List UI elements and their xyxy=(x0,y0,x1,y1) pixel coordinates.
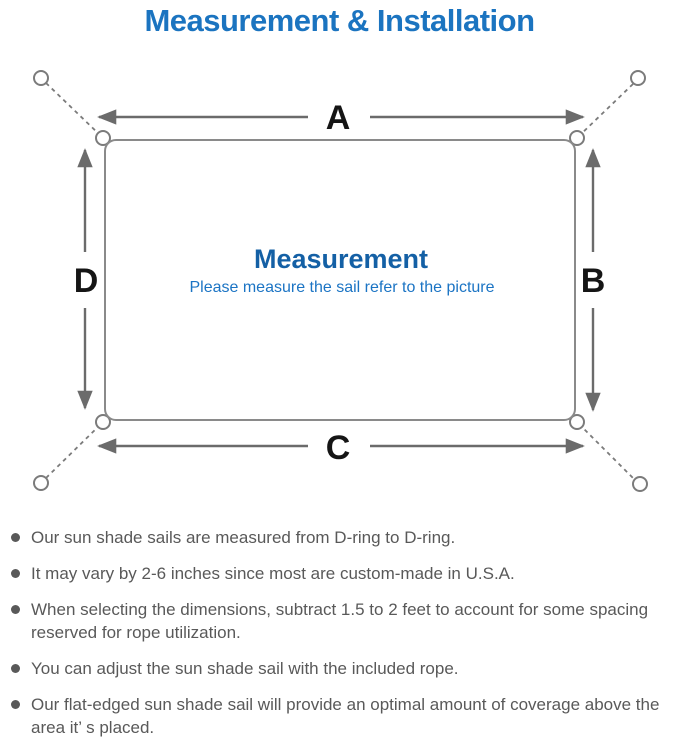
list-item: It may vary by 2-6 inches since most are… xyxy=(11,562,676,585)
note-text: Our sun shade sails are measured from D-… xyxy=(31,528,456,547)
rope-line-top-right xyxy=(578,83,634,137)
anchor-point-icon xyxy=(33,70,49,86)
bullet-icon xyxy=(11,664,20,673)
diagram-center-subtitle: Please measure the sail refer to the pic… xyxy=(189,279,494,296)
bullet-icon xyxy=(11,605,20,614)
bullet-icon xyxy=(11,700,20,709)
note-text: You can adjust the sun shade sail with t… xyxy=(31,659,459,678)
sail-outline xyxy=(104,139,576,421)
rope-line-top-left xyxy=(45,82,102,137)
list-item: Our flat-edged sun shade sail will provi… xyxy=(11,693,676,739)
dimension-label-c: C xyxy=(326,429,351,467)
notes-list: Our sun shade sails are measured from D-… xyxy=(11,526,676,752)
note-text: Our flat-edged sun shade sail will provi… xyxy=(31,695,660,737)
dimension-label-b: B xyxy=(581,262,606,300)
d-ring-icon xyxy=(95,130,111,146)
note-text: It may vary by 2-6 inches since most are… xyxy=(31,564,515,583)
list-item: When selecting the dimensions, subtract … xyxy=(11,598,676,644)
anchor-point-icon xyxy=(33,475,49,491)
list-item: Our sun shade sails are measured from D-… xyxy=(11,526,676,549)
list-item: You can adjust the sun shade sail with t… xyxy=(11,657,676,680)
bullet-icon xyxy=(11,533,20,542)
dimension-label-d: D xyxy=(74,262,99,300)
page-title: Measurement & Installation xyxy=(144,3,535,38)
rope-line-bottom-left xyxy=(45,423,102,479)
rope-line-bottom-right xyxy=(578,423,635,480)
measurement-diagram: A B C D Measurement Please measure the s… xyxy=(33,70,648,492)
note-text: When selecting the dimensions, subtract … xyxy=(31,600,649,642)
d-ring-icon xyxy=(95,414,111,430)
d-ring-icon xyxy=(569,130,585,146)
dimension-label-a: A xyxy=(326,99,351,137)
anchor-point-icon xyxy=(632,476,648,492)
diagram-center-heading: Measurement xyxy=(254,244,428,274)
d-ring-icon xyxy=(569,414,585,430)
anchor-point-icon xyxy=(630,70,646,86)
bullet-icon xyxy=(11,569,20,578)
